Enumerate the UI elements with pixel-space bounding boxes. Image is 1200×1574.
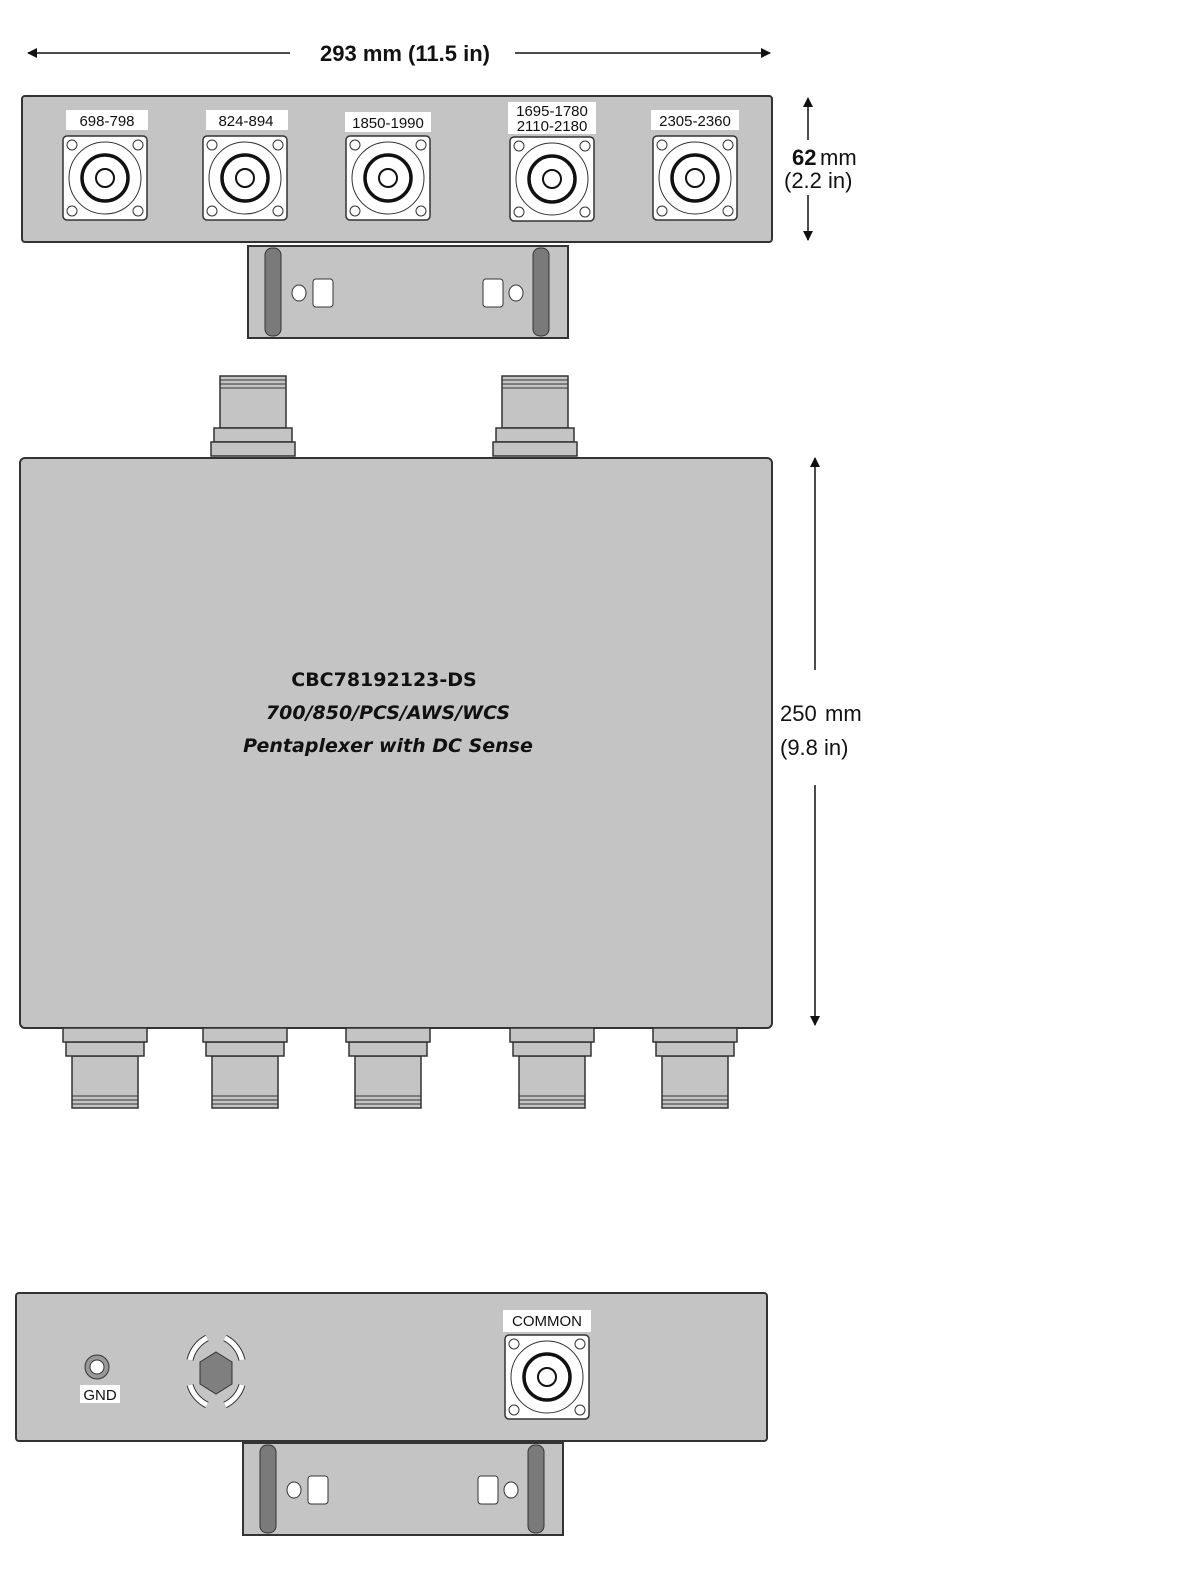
- port-label: 698-798: [79, 113, 134, 130]
- gnd-terminal: GND: [80, 1354, 120, 1404]
- mounting-bracket-bottom: [242, 1442, 564, 1536]
- band-list: 700/850/PCS/AWS/WCS: [266, 702, 510, 724]
- top-connector-1: [210, 375, 296, 457]
- common-label: COMMON: [512, 1313, 582, 1330]
- bottom-connector-1: [62, 1027, 148, 1109]
- port-label: 1695-1780: [516, 103, 588, 120]
- dc-sense-hex-icon: [186, 1334, 246, 1409]
- port-label: 824-894: [218, 113, 273, 130]
- model-number: CBC78192123-DS: [291, 669, 476, 691]
- n-connector-icon: [503, 1333, 591, 1421]
- height-mm-unit: mm: [820, 145, 857, 170]
- port-label: 2305-2360: [659, 113, 731, 130]
- common-port: COMMON: [503, 1310, 591, 1421]
- bottom-connector-2: [202, 1027, 288, 1109]
- port-5: 2305-2360: [651, 110, 739, 222]
- port-2: 824-894: [201, 110, 289, 222]
- gnd-label: GND: [83, 1387, 117, 1404]
- n-connector-icon: [61, 134, 149, 222]
- length-dimension: 250 mm (9.8 in): [780, 457, 862, 1026]
- port-label: 1850-1990: [352, 115, 424, 132]
- bottom-connector-4: [509, 1027, 595, 1109]
- port-1: 698-798: [61, 110, 149, 222]
- height-dimension: 62 mm (2.2 in): [784, 97, 857, 241]
- port-label-2: 2110-2180: [517, 118, 588, 135]
- bottom-end-panel: GND COMMON: [15, 1292, 768, 1442]
- n-connector-icon: [651, 134, 739, 222]
- length-mm-unit: mm: [825, 701, 862, 726]
- main-body: CBC78192123-DS 700/850/PCS/AWS/WCS Penta…: [19, 375, 773, 1109]
- height-in: (2.2 in): [784, 168, 852, 193]
- length-in: (9.8 in): [780, 735, 848, 760]
- top-end-panel: 698-798 824-894 1850-1990 1695-1780 2110…: [21, 95, 773, 243]
- top-connector-2: [492, 375, 578, 457]
- length-mm: 250: [780, 701, 817, 726]
- port-4: 1695-1780 2110-2180: [508, 102, 596, 223]
- n-connector-icon: [508, 135, 596, 223]
- product-description: Pentaplexer with DC Sense: [243, 735, 533, 757]
- width-dimension: 293 mm (11.5 in): [27, 41, 771, 66]
- width-label: 293 mm (11.5 in): [320, 41, 490, 66]
- n-connector-icon: [344, 134, 432, 222]
- bottom-connector-3: [345, 1027, 431, 1109]
- height-mm: 62: [792, 145, 816, 170]
- port-3: 1850-1990: [344, 112, 432, 222]
- mounting-bracket-top: [247, 245, 569, 339]
- bottom-connector-5: [652, 1027, 738, 1109]
- n-connector-icon: [201, 134, 289, 222]
